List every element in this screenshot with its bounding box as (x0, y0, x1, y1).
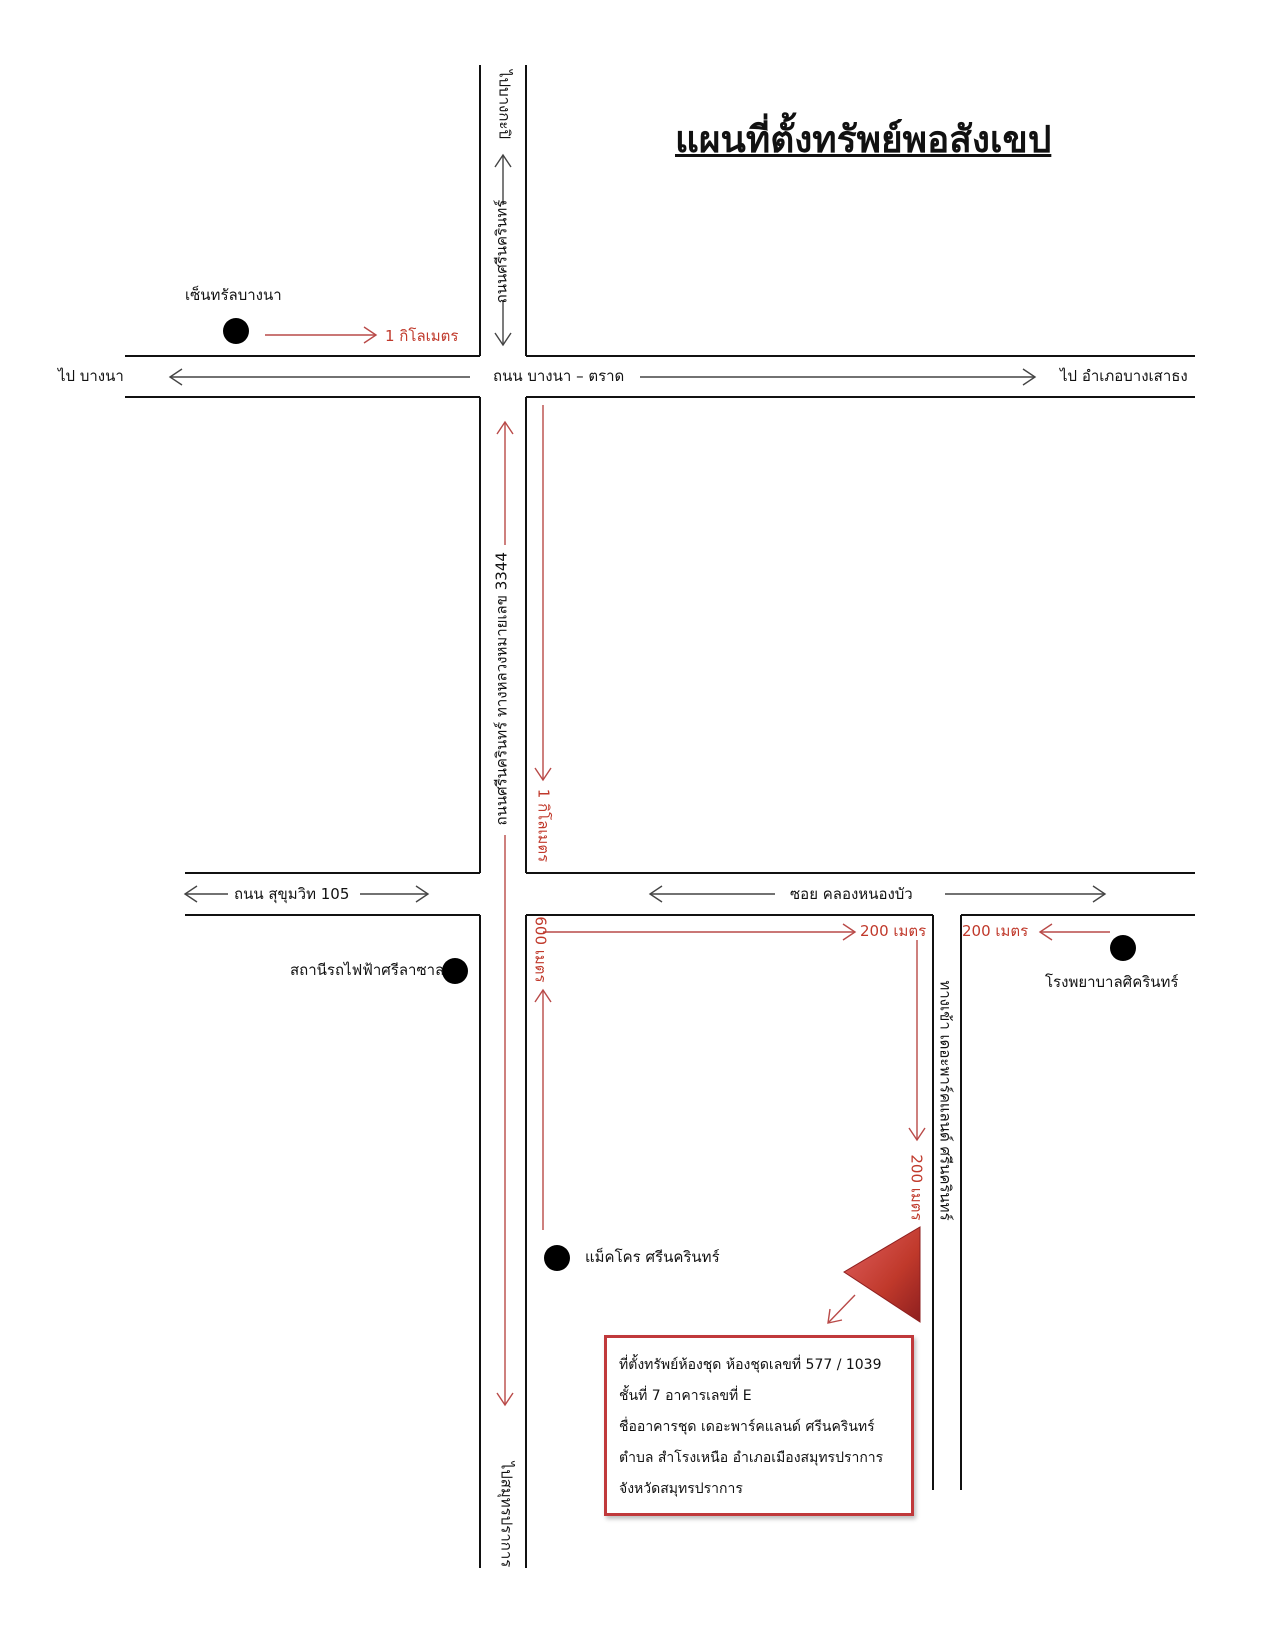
distance-label-junction-to-soi: 1 กิโลเมตร (534, 788, 553, 863)
property-info-line-5: จังหวัดสมุทรปราการ (619, 1481, 743, 1497)
road-label-soi-khlong-nong-bua: ซอย คลองหนองบัว (790, 885, 913, 903)
road-label-bangna-trat: ถนน บางนา – ตราด (493, 367, 625, 385)
road-edges (125, 65, 1195, 1568)
distance-label-central: 1 กิโลเมตร (385, 327, 459, 345)
makro-marker (544, 1245, 570, 1271)
distance-label-hospital: 200 เมตร (962, 922, 1029, 940)
map-title: แผนที่ตั้งทรัพย์พอสังเขป (675, 117, 1052, 161)
direction-label-to-bangna: ไป บางนา (58, 367, 124, 385)
landmark-label-makro: แม็คโคร ศรีนครินทร์ (585, 1248, 720, 1266)
distance-label-along-soi: 200 เมตร (860, 922, 927, 940)
road-label-srinagarindra-north: ถนนศรีนครินทร์ (492, 199, 511, 304)
distance-label-project-road: 200 เมตร (907, 1154, 926, 1221)
landmark-label-bts-station: สถานีรถไฟฟ้าศรีลาซาล (290, 961, 445, 979)
road-direction-arrows (168, 153, 1107, 903)
road-label-sukhumvit: ถนน สุขุมวิท 105 (234, 885, 350, 903)
distance-label-makro-to-soi: 600 เมตร (531, 916, 550, 983)
property-location-marker (843, 1226, 921, 1323)
direction-label-to-bang-sao-thong: ไป อำเภอบางเสาธง (1060, 367, 1188, 385)
property-info-line-2: ชั้นที่ 7 อาคารเลขที่ E (619, 1388, 752, 1404)
distance-arrows (265, 326, 1110, 1407)
central-bangna-marker (223, 318, 249, 344)
property-info-line-1: ที่ตั้งทรัพย์ห้องชุด ห้องชุดเลขที่ 577 /… (619, 1357, 882, 1373)
property-info-line-4: ตำบล สำโรงเหนือ อำเภอเมืองสมุทรปราการ (619, 1450, 884, 1466)
road-label-srinagarindra-main: ถนนศรีนครินทร์ ทางหลวงหมายเลข 3344 (492, 552, 511, 826)
landmark-label-hospital: โรงพยาบาลศิครินทร์ (1045, 973, 1179, 991)
landmark-label-central-bangna: เซ็นทรัลบางนา (185, 286, 282, 304)
property-info-line-3: ชื่ออาคารชุด เดอะพาร์คแลนด์ ศรีนครินทร์ (619, 1419, 875, 1435)
property-info-box: ที่ตั้งทรัพย์ห้องชุด ห้องชุดเลขที่ 577 /… (604, 1335, 914, 1516)
road-label-project-entrance: ทางเข้า เดอะพาร์คแลนด์ ศรีนครินทร์ (936, 980, 955, 1221)
direction-label-to-bang-kapi: ไปบางกะปิ (495, 70, 514, 139)
bts-station-marker (442, 958, 468, 984)
hospital-marker (1110, 935, 1136, 961)
direction-label-to-samut-prakan: ไปสมุทรปราการ (497, 1461, 516, 1568)
